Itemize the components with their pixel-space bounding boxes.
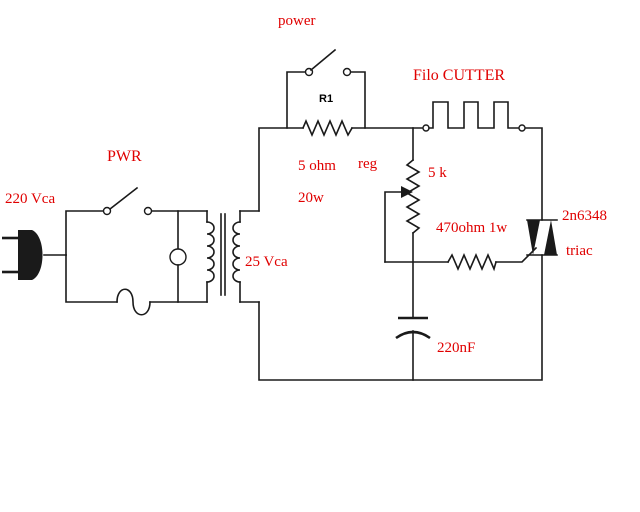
capacitor (395, 316, 431, 381)
potentiometer (384, 127, 421, 319)
label-power: power (278, 13, 316, 29)
fuse (116, 288, 151, 316)
power-switch (286, 48, 366, 129)
label-reg: reg (358, 156, 378, 172)
label-pwr: PWR (107, 148, 142, 165)
triac (526, 219, 558, 256)
transformer (206, 210, 260, 303)
label-capacitor: 220nF (437, 340, 475, 356)
label-r1-value: 5 ohm (298, 158, 336, 174)
indicator-lamp (169, 210, 187, 303)
label-r1-power: 20w (298, 190, 324, 206)
resistor-470 (384, 246, 538, 272)
label-pot: 5 k (428, 165, 447, 181)
label-resistor: 470ohm 1w (436, 220, 507, 236)
filo-cutter-wire (422, 101, 526, 132)
label-secondary: 25 Vca (245, 254, 288, 270)
secondary-wiring (258, 127, 543, 381)
r1-resistor (301, 118, 354, 138)
label-triac-part: 2n6348 (562, 208, 607, 224)
label-supply: 220 Vca (5, 191, 55, 207)
label-r1: R1 (319, 93, 333, 105)
label-filo-cutter: Filo CUTTER (413, 67, 505, 84)
pwr-switch (102, 186, 153, 216)
plug-icon (2, 230, 67, 280)
label-triac: triac (566, 243, 593, 259)
